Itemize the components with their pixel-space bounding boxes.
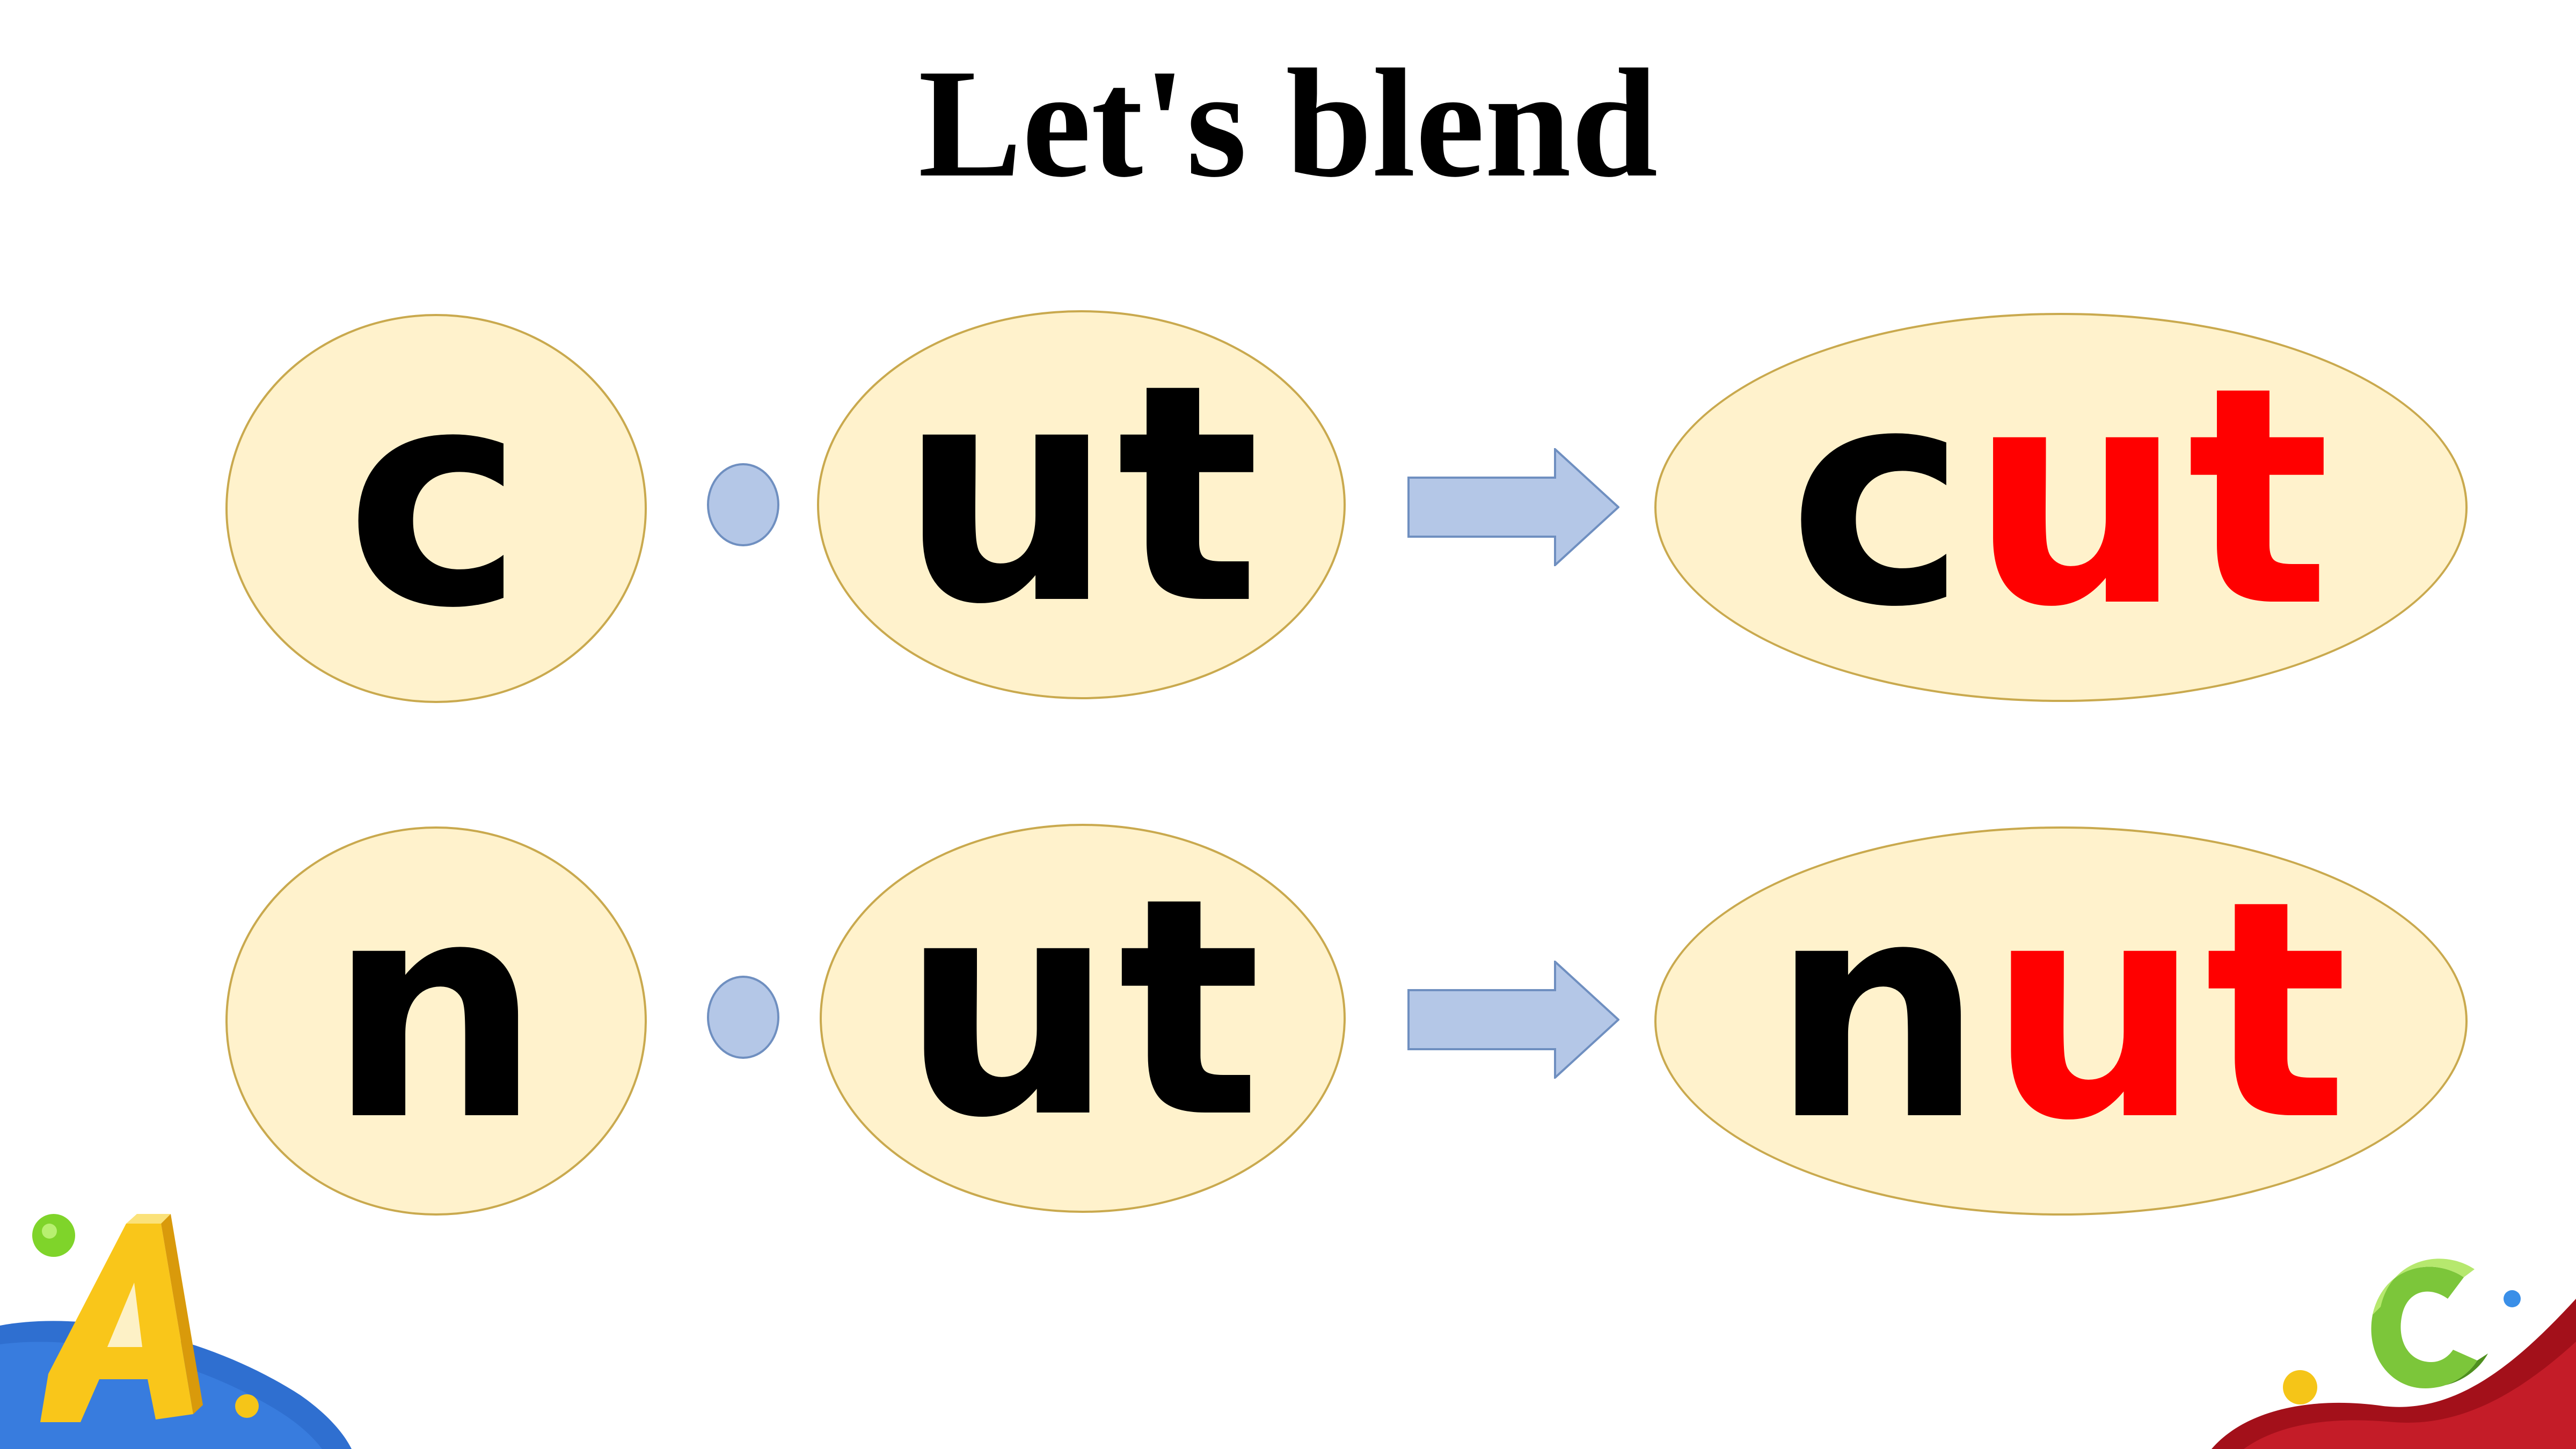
result-oval-row-2: nut <box>1654 826 2468 1216</box>
rime-letters-row-1: ut <box>899 320 1264 670</box>
result-word-row-2: nut <box>1770 861 2352 1162</box>
onset-oval-row-1: c <box>225 314 647 703</box>
rime-oval-row-1: ut <box>817 310 1346 699</box>
slide-title: Let's blend <box>918 37 1658 209</box>
result-onset-row-2: n <box>1770 836 1988 1187</box>
result-rime-row-1: ut <box>1969 323 2334 673</box>
onset-oval-row-2: n <box>225 826 647 1216</box>
arrow-right-icon-row-2 <box>1407 961 1619 1079</box>
onset-letter-row-2: n <box>327 836 545 1187</box>
rime-letters-row-2: ut <box>900 833 1265 1184</box>
arrow-right-icon-row-1 <box>1407 448 1619 566</box>
result-onset-row-1: c <box>1788 323 1970 673</box>
onset-letter-row-1: c <box>345 324 527 674</box>
letter-a-icon <box>0 1214 352 1449</box>
rime-oval-row-2: ut <box>820 824 1346 1213</box>
result-oval-row-1: cut <box>1654 313 2468 702</box>
letter-c-icon <box>2212 1258 2576 1449</box>
plus-dot-row-1 <box>707 463 779 546</box>
result-rime-row-2: ut <box>1987 836 2352 1187</box>
result-word-row-1: cut <box>1788 348 2333 648</box>
plus-dot-row-2 <box>707 976 779 1059</box>
